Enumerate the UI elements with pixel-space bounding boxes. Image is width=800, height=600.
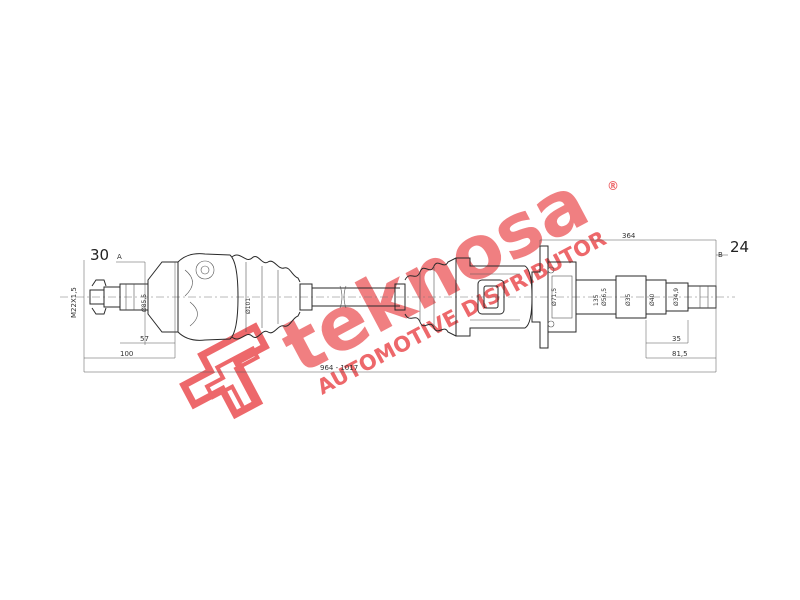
thread-spec-label: M22X1,5 bbox=[70, 287, 78, 318]
dimension-lines bbox=[83, 239, 728, 373]
callout-right-letter: B bbox=[718, 251, 723, 259]
right-stub-shaft bbox=[575, 275, 717, 319]
callout-left-number: 30 bbox=[90, 246, 109, 264]
dia-101: Ø101 bbox=[245, 298, 252, 314]
dim-35: 35 bbox=[672, 335, 681, 343]
inner-boot bbox=[394, 257, 457, 337]
dia-34-9: Ø34,9 bbox=[673, 288, 680, 306]
callout-left-letter: A bbox=[117, 253, 122, 261]
dia-85-5: Ø85,5 bbox=[141, 294, 148, 312]
left-thread-stub bbox=[89, 279, 149, 315]
dia-35: Ø35 bbox=[625, 293, 632, 306]
watermark-registered: ® bbox=[607, 179, 619, 193]
dim-81-5: 81,5 bbox=[672, 350, 688, 358]
inner-joint-housing bbox=[455, 257, 533, 337]
main-shaft bbox=[312, 285, 400, 309]
dim-57: 57 bbox=[140, 335, 149, 343]
dim-364: 364 bbox=[622, 232, 636, 240]
dim-overall: 964 - 1017 bbox=[320, 364, 358, 372]
dia-71-5: Ø71,5 bbox=[551, 288, 558, 306]
teknosa-logo-mark bbox=[179, 322, 270, 420]
dia-56-5: Ø56,5 bbox=[601, 288, 608, 306]
outer-cv-joint bbox=[147, 253, 239, 341]
callout-right-number: 24 bbox=[730, 238, 749, 256]
dim-100: 100 bbox=[120, 350, 133, 358]
dim-135: 135 bbox=[593, 294, 600, 306]
dia-40: Ø40 bbox=[649, 293, 656, 306]
outer-boot bbox=[231, 254, 313, 340]
